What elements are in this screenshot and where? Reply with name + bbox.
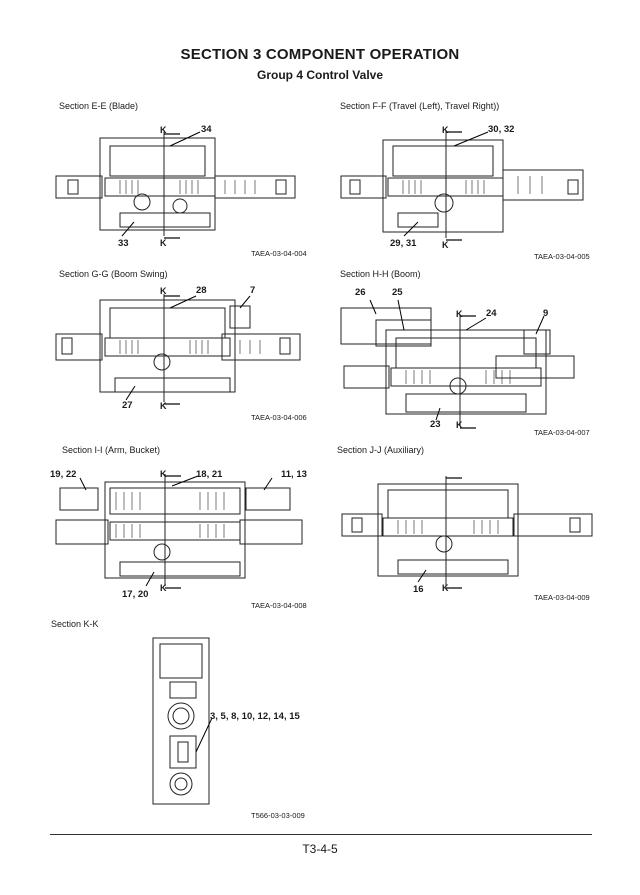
figure-caption-h-h: Section H-H (Boom) — [340, 269, 421, 279]
callout-label: 19, 22 — [50, 469, 77, 480]
valve-section-g-g-drawing — [55, 294, 301, 405]
figure-caption-i-i: Section I-I (Arm, Bucket) — [62, 445, 161, 455]
callout-label: 26 — [355, 287, 366, 298]
callout-label: 29, 31 — [390, 238, 417, 249]
callout-label: 17, 20 — [122, 589, 149, 600]
callout-label: 28 — [196, 285, 207, 296]
figure-caption-f-f: Section F-F (Travel (Left), Travel Right… — [340, 101, 500, 111]
figure-code: TAEA-03-04-008 — [251, 601, 307, 610]
figure-code: TAEA-03-04-006 — [251, 413, 307, 422]
valve-section-k-k-drawing — [152, 637, 213, 805]
cut-line-k-label: K — [442, 240, 449, 250]
callout-label: 9 — [543, 308, 549, 319]
figure-code: T566-03-03-009 — [251, 811, 305, 820]
callout-label: 18, 21 — [196, 469, 223, 480]
callout-label: 24 — [486, 308, 497, 319]
valve-section-h-h-drawing — [340, 299, 575, 429]
callout-label: 7 — [250, 285, 256, 296]
callout-label: 33 — [118, 238, 129, 249]
page-title: SECTION 3 COMPONENT OPERATION — [180, 46, 460, 63]
figure-code: TAEA-03-04-005 — [534, 252, 590, 261]
cut-line-k-label: K — [160, 469, 167, 479]
cut-line-k-label: K — [160, 583, 167, 593]
valve-section-f-f-drawing — [340, 130, 584, 241]
figure-caption-g-g: Section G-G (Boom Swing) — [59, 269, 168, 279]
callout-label: 11, 13 — [281, 469, 307, 480]
valve-section-i-i-drawing — [55, 474, 303, 589]
callout-label: 16 — [413, 584, 424, 595]
callout-label: 30, 32 — [488, 124, 515, 135]
cut-line-k-label: K — [160, 401, 167, 411]
figure-code: TAEA-03-04-009 — [534, 593, 590, 602]
cut-line-k-label: K — [160, 286, 167, 296]
figure-caption-k-k: Section K-K — [51, 619, 99, 629]
cut-line-k-label: K — [442, 583, 449, 593]
callout-label: 23 — [430, 419, 441, 430]
callout-label: 27 — [122, 400, 133, 411]
cut-line-k-label: K — [160, 238, 167, 248]
callout-label: 3, 5, 8, 10, 12, 14, 15 — [210, 711, 300, 722]
figure-code: TAEA-03-04-004 — [251, 249, 307, 258]
cut-line-k-label: K — [442, 125, 449, 135]
cut-line-k-label: K — [160, 125, 167, 135]
figure-code: TAEA-03-04-007 — [534, 428, 590, 437]
cut-line-k-label: K — [456, 309, 463, 319]
footer-rule — [50, 834, 592, 835]
page-number: T3-4-5 — [302, 842, 338, 856]
valve-section-j-j-drawing — [341, 476, 593, 589]
valve-section-e-e-drawing — [55, 131, 296, 239]
page-subtitle: Group 4 Control Valve — [256, 68, 384, 82]
callout-label: 34 — [201, 124, 212, 135]
figure-caption-e-e: Section E-E (Blade) — [59, 101, 139, 111]
figure-caption-j-j: Section J-J (Auxiliary) — [337, 445, 425, 455]
callout-label: 25 — [392, 287, 403, 298]
cut-line-k-label: K — [456, 420, 463, 430]
